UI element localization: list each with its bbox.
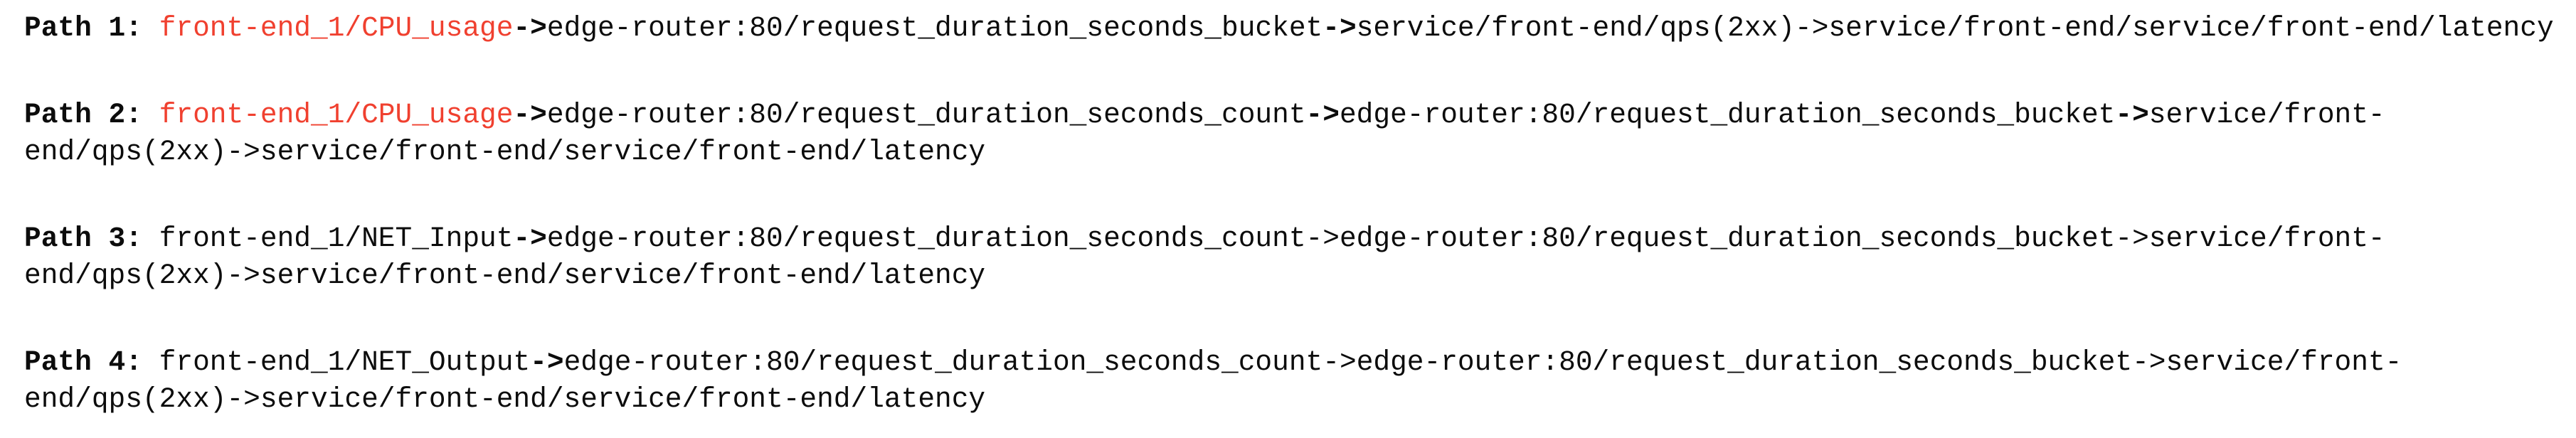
path-row: Path 1: front-end_1/CPU_usage->edge-rout…: [24, 10, 2557, 47]
arrow-token: ->: [2115, 99, 2149, 131]
path-segment: service/front-end/service/front-end/late…: [1828, 12, 2554, 44]
path-segment: edge-router:80/request_duration_seconds_…: [1339, 99, 2116, 131]
path-segment: service/front-end/qps(2xx): [24, 223, 2385, 292]
path-segment: service/front-end/qps(2xx): [24, 346, 2402, 415]
arrow-token: ->: [1305, 99, 1340, 131]
arrow-token: ->: [226, 260, 260, 292]
path-label: Path 1:: [24, 12, 142, 44]
path-segment: service/front-end/qps(2xx): [24, 99, 2385, 168]
arrow-token: ->: [2132, 346, 2166, 378]
arrow-token: ->: [1323, 12, 1357, 44]
arrow-token: ->: [226, 383, 260, 415]
path-segment: edge-router:80/request_duration_seconds_…: [1339, 223, 2116, 255]
path-segment: edge-router:80/request_duration_seconds_…: [563, 346, 1323, 378]
path-segment: edge-router:80/request_duration_seconds_…: [546, 99, 1306, 131]
arrow-token: ->: [226, 136, 260, 168]
highlighted-metric-segment: front-end_1/CPU_usage: [159, 99, 514, 131]
path-label: Path 3:: [24, 223, 142, 255]
highlighted-metric-segment: front-end_1/CPU_usage: [159, 12, 514, 44]
path-row: Path 3: front-end_1/NET_Input->edge-rout…: [24, 220, 2557, 294]
path-segment: edge-router:80/request_duration_seconds_…: [546, 223, 1306, 255]
path-segment: service/front-end/qps(2xx): [1356, 12, 1795, 44]
path-segment: edge-router:80/request_duration_seconds_…: [546, 12, 1323, 44]
path-row: Path 2: front-end_1/CPU_usage->edge-rout…: [24, 97, 2557, 171]
path-segment: edge-router:80/request_duration_seconds_…: [1356, 346, 2133, 378]
path-segment: front-end_1/NET_Input: [159, 223, 514, 255]
path-segment: service/front-end/service/front-end/late…: [260, 260, 986, 292]
path-segment: front-end_1/NET_Output: [159, 346, 531, 378]
arrow-token: ->: [1323, 346, 1357, 378]
path-segment: service/front-end/service/front-end/late…: [260, 136, 986, 168]
arrow-token: ->: [2115, 223, 2149, 255]
path-report: Path 1: front-end_1/CPU_usage->edge-rout…: [24, 10, 2557, 418]
path-label: Path 4:: [24, 346, 142, 378]
arrow-token: ->: [530, 346, 564, 378]
path-list: Path 1: front-end_1/CPU_usage->edge-rout…: [24, 10, 2557, 418]
arrow-token: ->: [513, 223, 547, 255]
arrow-token: ->: [1794, 12, 1829, 44]
arrow-token: ->: [513, 12, 547, 44]
path-label: Path 2:: [24, 99, 142, 131]
path-row: Path 4: front-end_1/NET_Output->edge-rou…: [24, 344, 2557, 418]
arrow-token: ->: [513, 99, 547, 131]
arrow-token: ->: [1305, 223, 1340, 255]
path-segment: service/front-end/service/front-end/late…: [260, 383, 986, 415]
